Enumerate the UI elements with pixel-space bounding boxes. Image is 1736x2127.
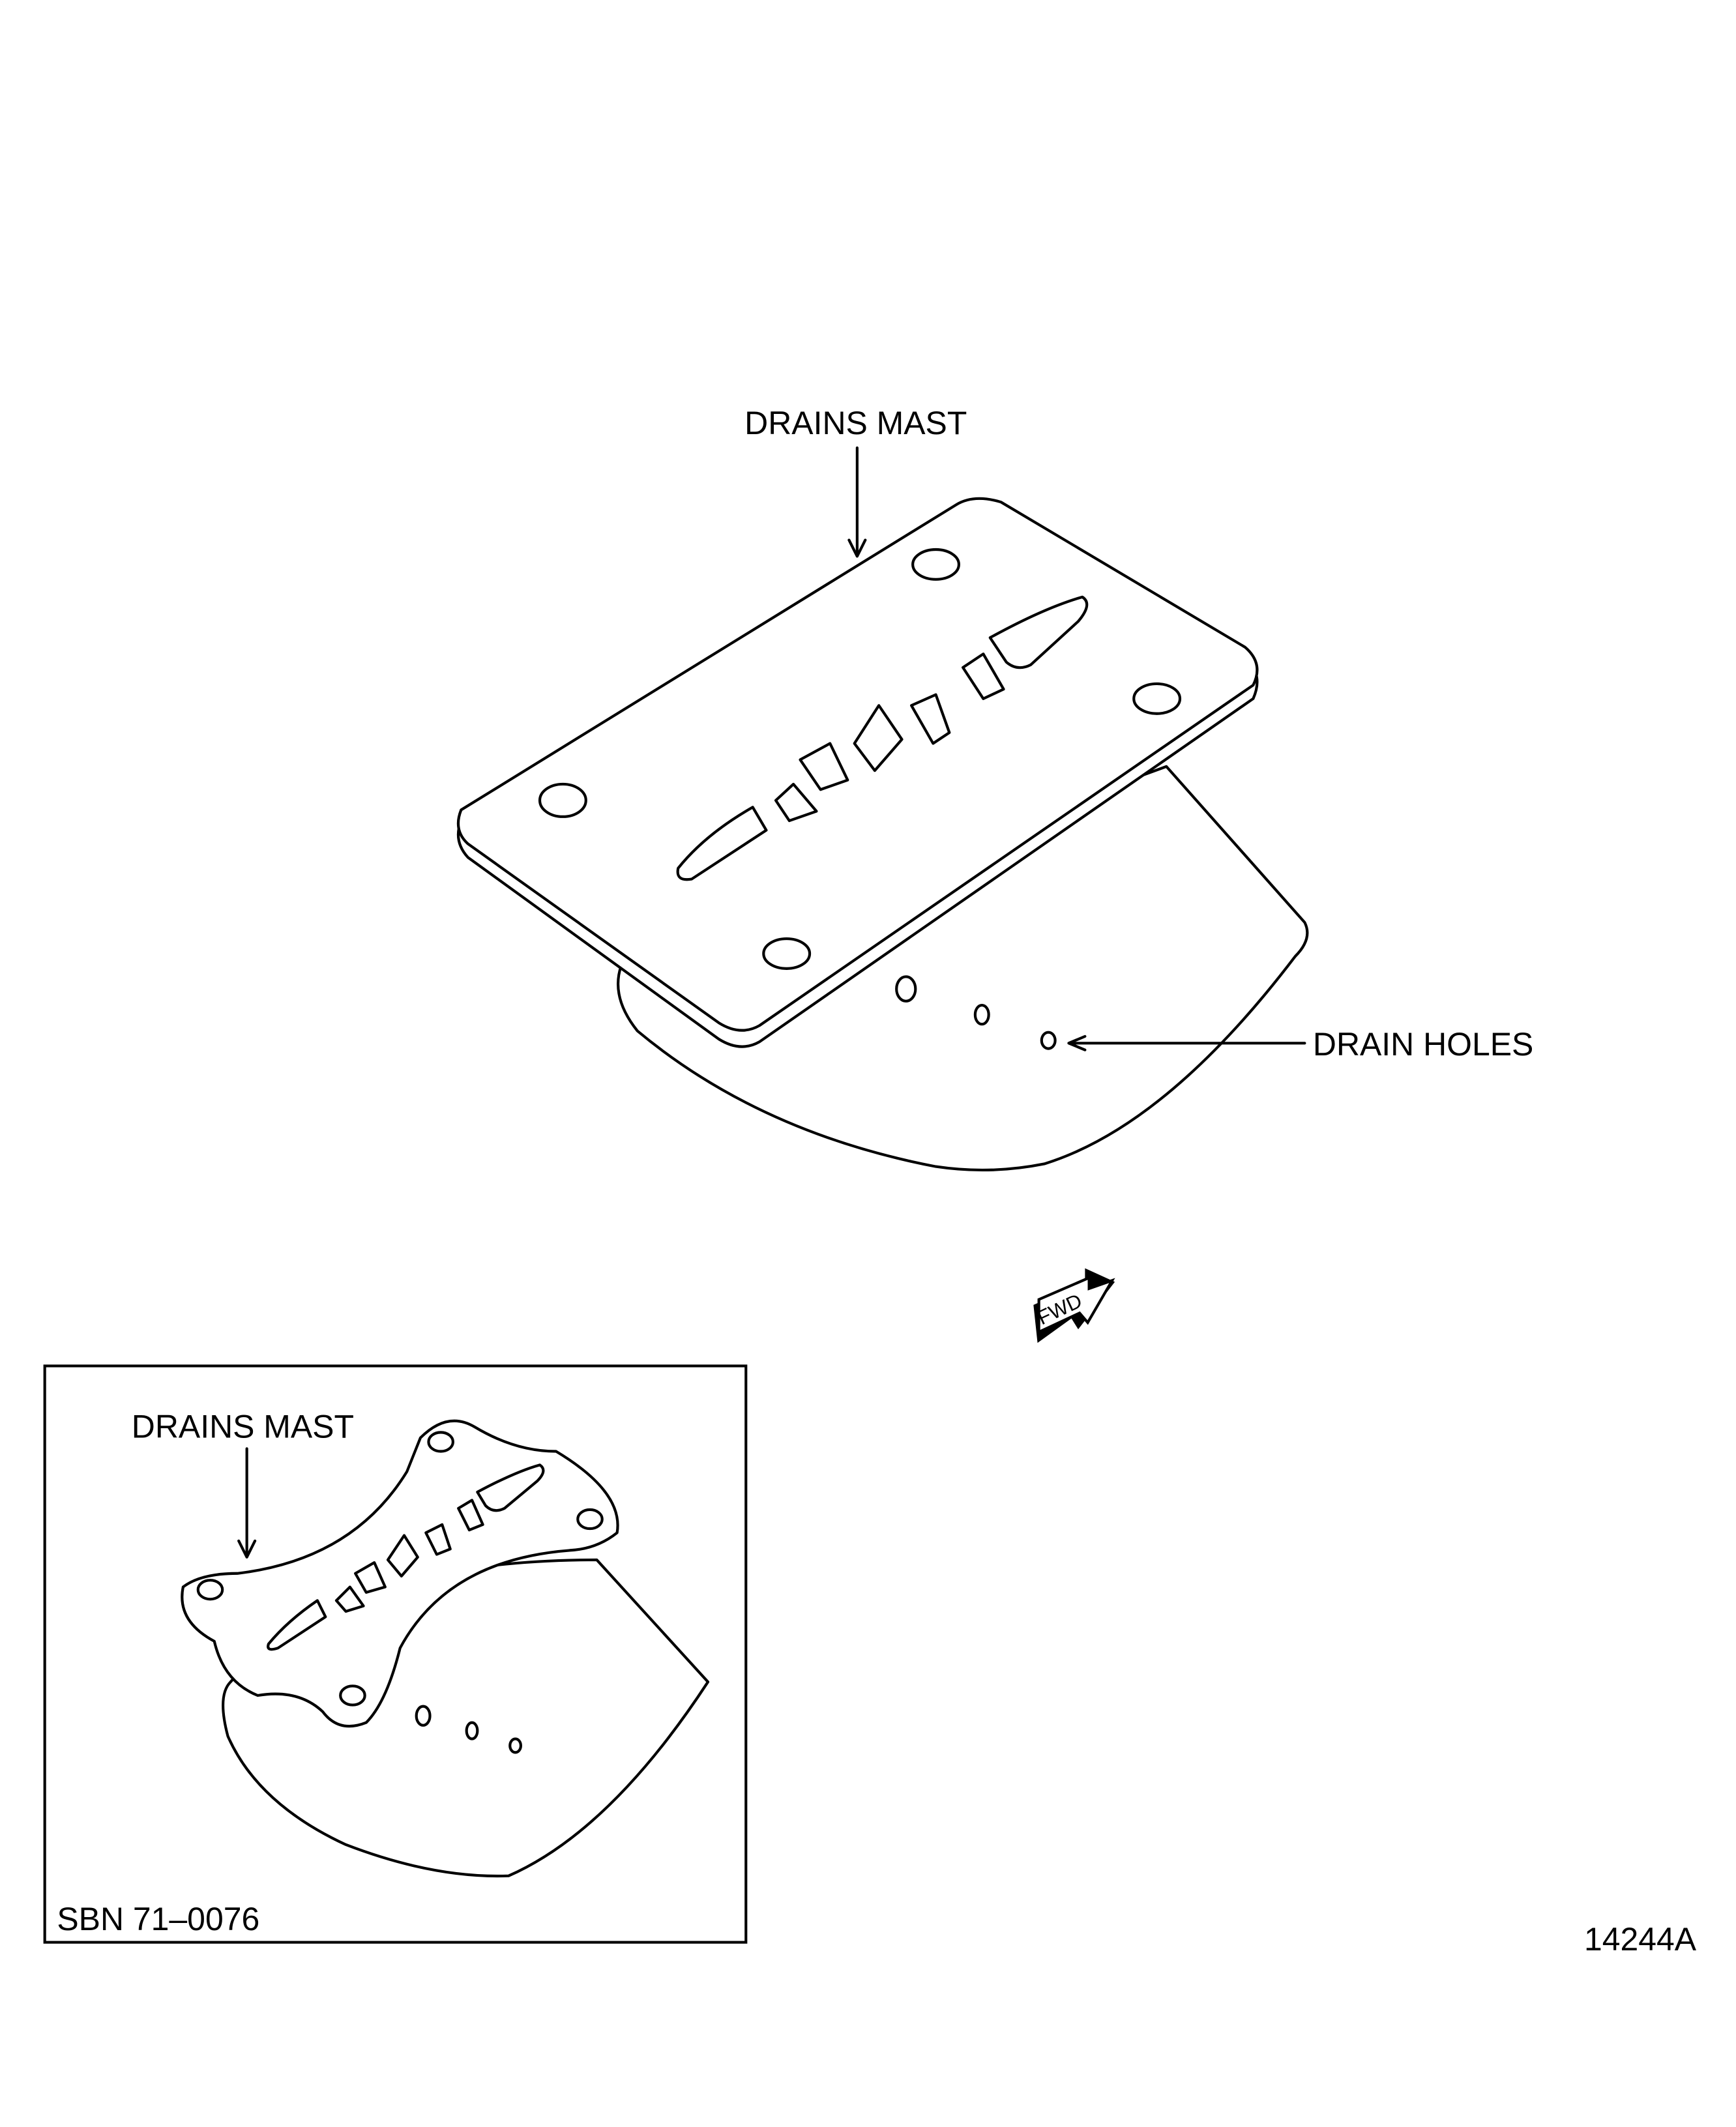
inset-slots — [267, 1463, 545, 1651]
inset-drains-mast-leader-arrow — [237, 1447, 257, 1559]
drain-holes-label: DRAIN HOLES — [1313, 1026, 1533, 1063]
inset-drain-holes — [415, 1705, 522, 1754]
inset-mounting-holes — [196, 1431, 604, 1707]
main-drain-holes — [895, 975, 1057, 1050]
inset-drains-mast-label: DRAINS MAST — [132, 1409, 354, 1445]
drains-mast-leader-arrow — [847, 446, 867, 558]
inset-reference-label: SBN 71–0076 — [57, 1901, 259, 1937]
drains-mast-label: DRAINS MAST — [744, 405, 967, 441]
inset-frame — [43, 1364, 748, 1944]
inset-view: DRAINS MAST SBN 71–0076 — [43, 1364, 748, 1944]
drain-holes-leader-arrow — [1067, 1034, 1306, 1051]
main-view: DRAINS MAST DRAIN HOLES — [456, 405, 1533, 1172]
figure-number: 14244A — [1584, 1921, 1697, 1958]
fwd-arrow-icon: FWD — [1033, 1268, 1115, 1343]
main-slots — [676, 595, 1089, 881]
main-mast-body — [617, 765, 1309, 1172]
main-plate — [456, 497, 1259, 1032]
main-mounting-holes — [538, 548, 1182, 970]
